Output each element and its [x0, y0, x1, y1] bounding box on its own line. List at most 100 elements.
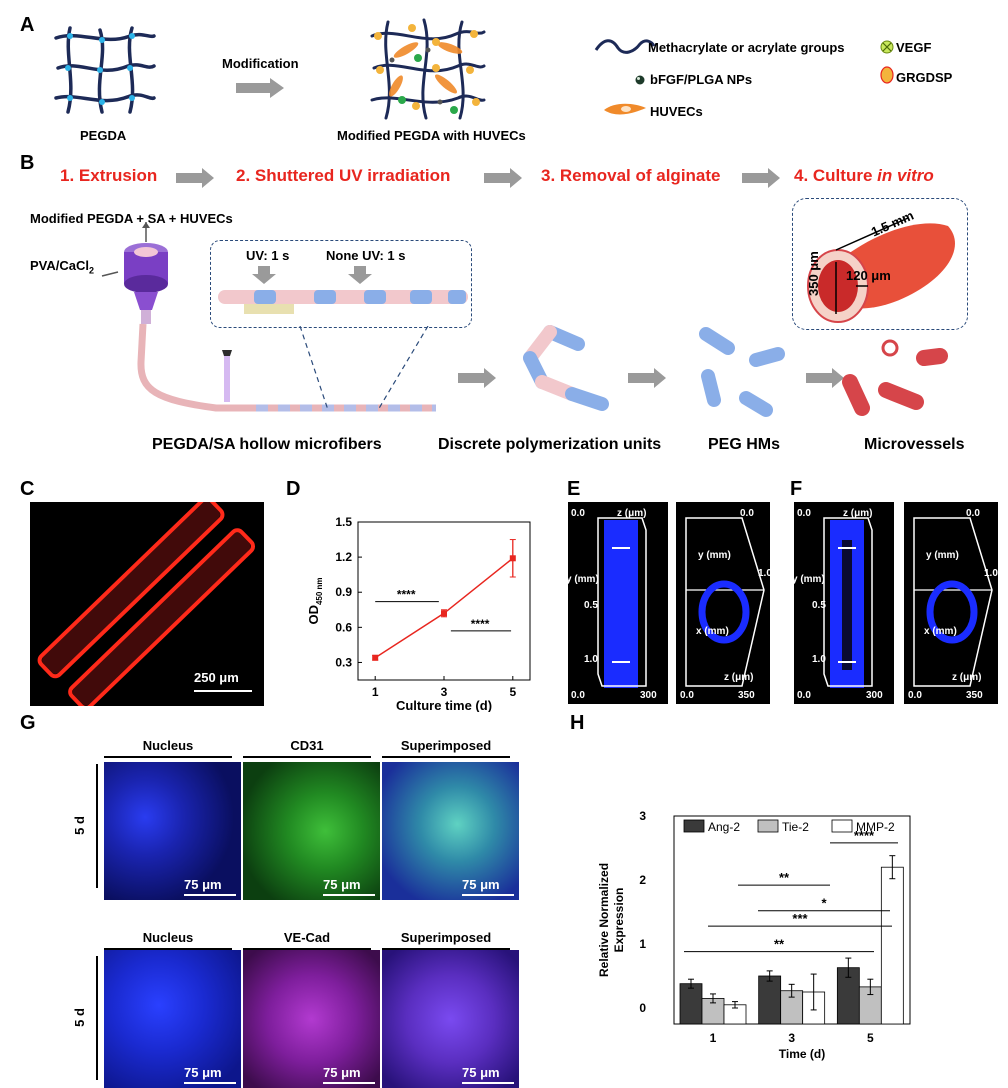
g-rule: [382, 756, 510, 758]
d-y-axis-label: OD450 nm: [306, 577, 324, 624]
uv-inset-diagram: [218, 266, 468, 314]
confocal-side-view: [597, 517, 647, 688]
f-y: y (mm): [792, 574, 825, 585]
legend-methacrylate: Methacrylate or acrylate groups: [648, 40, 845, 55]
confocal-box-outline: [913, 517, 993, 687]
modified-pegda-network-diagram: [370, 18, 486, 120]
microvessel-3d-diagram: [807, 217, 955, 323]
g-scale-label: 75 μm: [323, 877, 361, 892]
g-scale-bar: [462, 1082, 514, 1084]
h-y-tick-label: 3: [639, 809, 646, 823]
pva-label-main: PVA/CaCl: [30, 258, 89, 273]
g-scale-bar: [323, 894, 375, 896]
f-t300: 300: [866, 690, 883, 701]
f-r-t00: 0.0: [966, 508, 980, 519]
e-t300: 300: [640, 690, 657, 701]
g-head-cd31: CD31: [290, 738, 324, 753]
microvessel-inset-box: [792, 198, 968, 330]
panel-letter-a: A: [20, 14, 35, 36]
microvessels-diagram: [842, 339, 948, 416]
step-removal: 3. Removal of alginate: [541, 166, 721, 185]
vegf-legend-icon: [880, 40, 894, 54]
bfgf-legend-icon: [635, 75, 645, 85]
caption-discrete-units: Discrete polymerization units: [438, 436, 662, 453]
inset-leader-lines: [299, 326, 429, 411]
confocal-box-outline: [823, 517, 873, 687]
step-culture-italic: in vitro: [877, 166, 934, 185]
e-t10: 1.0: [584, 654, 598, 665]
f-t00b: 0.0: [797, 690, 811, 701]
h-significance-label: **: [774, 937, 785, 952]
f-z: z (μm): [843, 508, 873, 519]
confocal-cross-section: [913, 517, 993, 687]
h-x-axis-label: Time (d): [779, 1047, 825, 1061]
d-data-point: [441, 610, 447, 617]
d-y-tick-label: 0.9: [335, 585, 352, 599]
g-rule: [243, 948, 371, 950]
legend-grgdsp: GRGDSP: [896, 70, 953, 85]
process-arrow-icon: [458, 368, 496, 388]
g-row-bracket: [96, 764, 98, 888]
d-y-tick-label: 1.5: [335, 515, 352, 529]
g-head-superimposed-1: Superimposed: [400, 738, 492, 753]
e-r-z: z (μm): [724, 672, 754, 683]
legend-vegf: VEGF: [896, 40, 932, 55]
legend-huvecs: HUVECs: [650, 104, 703, 119]
step-extrusion: 1. Extrusion: [60, 166, 158, 185]
g-scale-label: 75 μm: [184, 1065, 222, 1080]
confocal-box-outline: [597, 517, 647, 687]
e-r-y: y (mm): [698, 550, 731, 561]
pegda-network-diagram: [54, 26, 156, 114]
huvec-legend-icon: [604, 103, 646, 115]
h-bar: [758, 975, 782, 1025]
d-significance-label: ****: [397, 588, 416, 602]
step-arrow-icon: [484, 168, 522, 188]
confocal-blue-ring: [926, 580, 978, 644]
f-t10: 1.0: [812, 654, 826, 665]
h-y-tick-label: 0: [639, 1001, 646, 1015]
f-r-y: y (mm): [926, 550, 959, 561]
panel-letter-b: B: [20, 152, 35, 174]
g-rule: [104, 948, 232, 950]
discrete-units-diagram: [523, 325, 609, 411]
h-significance-label: ****: [854, 828, 875, 843]
grgdsp-legend-icon: [880, 66, 894, 84]
f-r-t10: 1.0: [984, 568, 998, 579]
d-y-tick-label: 0.3: [335, 655, 352, 669]
g-scale-bar: [462, 894, 514, 896]
e-r-t10: 1.0: [758, 568, 772, 579]
panel-c-scale-label: 250 μm: [194, 670, 239, 685]
g-head-nucleus-1: Nucleus: [142, 738, 194, 753]
h-y-tick-label: 2: [639, 873, 646, 887]
g-scale-bar: [323, 1082, 375, 1084]
d-x-axis-label: Culture time (d): [396, 698, 492, 712]
g-scale-bar: [184, 894, 236, 896]
panel-letter-g: G: [20, 712, 36, 734]
g-scale-bar: [184, 1082, 236, 1084]
d-y-tick-label: 1.2: [335, 550, 352, 564]
h-significance-label: **: [779, 870, 790, 885]
g-head-superimposed-2: Superimposed: [400, 930, 492, 945]
e-y: y (mm): [566, 574, 599, 585]
g-tile-nucleus-2: 75 μm: [104, 950, 241, 1088]
panel-letter-d: D: [286, 478, 301, 500]
uv-inset-box: [210, 240, 472, 328]
h-legend-label: Tie-2: [782, 820, 809, 834]
h-legend-swatch: [831, 819, 853, 833]
h-x-tick-label: 5: [867, 1031, 874, 1045]
modification-arrow-icon: [236, 78, 284, 98]
confocal-side-view: [823, 517, 873, 688]
h-significance-label: *: [821, 896, 827, 911]
modified-pegda-label: Modified PEGDA with HUVECs: [337, 128, 526, 143]
g-tile-superimposed-2: 75 μm: [382, 950, 519, 1088]
confocal-stack-overlays: [597, 517, 993, 688]
panel-letter-e: E: [567, 478, 581, 500]
e-t00: 0.0: [571, 508, 585, 519]
h-y-axis-label: Expression: [612, 888, 626, 953]
d-y-tick-label: 0.6: [335, 620, 352, 634]
caption-hollow-microfibers: PEGDA/SA hollow microfibers: [152, 436, 382, 453]
h-x-tick-label: 3: [788, 1031, 795, 1045]
d-significance-label: ****: [471, 617, 490, 631]
